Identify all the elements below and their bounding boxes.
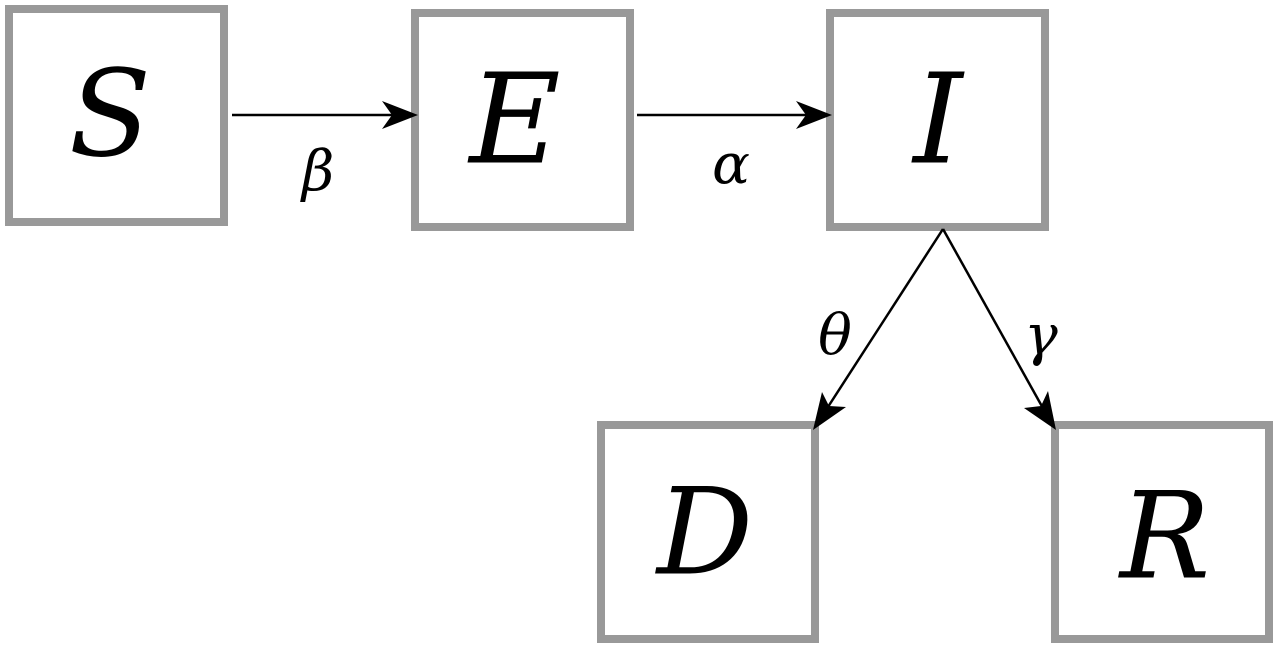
- edge-i-to-d-line: [824, 228, 945, 411]
- node-r-box: [1051, 421, 1273, 643]
- node-i: I: [826, 9, 1049, 231]
- edge-i-to-d-arrowhead: [813, 392, 846, 430]
- edge-e-to-i-label: α: [712, 133, 750, 198]
- node-s-label: S: [69, 46, 151, 185]
- node-r: R: [1051, 421, 1273, 643]
- node-i-box: [826, 9, 1049, 231]
- edge-i-to-d: θ: [813, 228, 945, 430]
- edge-e-to-i-arrowhead: [796, 101, 832, 129]
- edge-i-to-r-label: γ: [1024, 304, 1058, 369]
- node-r-label: R: [1118, 468, 1210, 607]
- edge-i-to-d-label: θ: [818, 304, 852, 369]
- edge-i-to-r-arrowhead: [1024, 391, 1056, 430]
- node-e-box: [411, 9, 634, 231]
- node-s-box: [5, 5, 228, 226]
- edge-s-to-e-arrowhead: [382, 101, 418, 129]
- node-d-label: D: [655, 464, 753, 603]
- node-e-label: E: [467, 48, 560, 193]
- edge-e-to-i: α: [637, 101, 832, 198]
- edge-i-to-r-line: [941, 228, 1046, 411]
- edge-s-to-e: β: [232, 101, 418, 205]
- node-i-label: I: [911, 48, 965, 193]
- node-s: S: [5, 5, 228, 226]
- edge-i-to-r: γ: [941, 228, 1058, 430]
- node-d-box: [597, 421, 819, 643]
- node-e: E: [411, 9, 634, 231]
- node-d: D: [597, 421, 819, 643]
- edge-s-to-e-label: β: [300, 140, 334, 205]
